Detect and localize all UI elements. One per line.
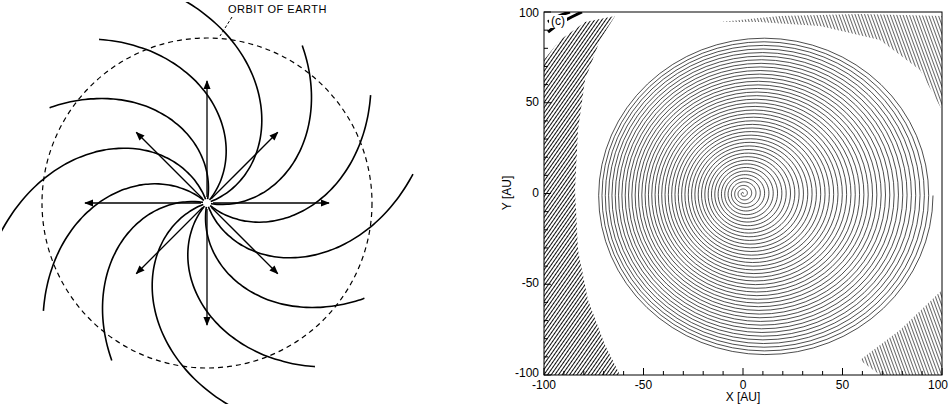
axis-tick: [544, 247, 548, 248]
earth-orbit: [42, 38, 372, 368]
axis-tick: [544, 338, 548, 339]
axis-tick: [544, 284, 551, 285]
axis-tick: [603, 371, 604, 375]
axis-tick: [583, 371, 584, 375]
tick-label: -50: [635, 379, 652, 392]
wind-arrow: [136, 207, 202, 273]
plot-frame: [544, 12, 942, 375]
axis-tick: [822, 371, 823, 375]
axis-tick: [802, 371, 803, 375]
axis-tick: [703, 371, 704, 375]
axis-tick: [544, 356, 548, 357]
axis-tick: [663, 371, 664, 375]
axis-tick: [842, 368, 843, 375]
axis-tick: [544, 302, 548, 303]
orbit-label: ORBIT OF EARTH: [226, 3, 329, 15]
axis-tick: [544, 211, 548, 212]
axis-tick: [544, 12, 551, 13]
dense-region: [860, 290, 942, 375]
axis-tick: [782, 371, 783, 375]
field-line: [43, 184, 204, 311]
axis-tick: [544, 266, 548, 267]
field-line: [206, 207, 365, 308]
axis-tick: [544, 193, 551, 194]
field-line: [2, 148, 206, 232]
tick-label: 0: [532, 187, 539, 200]
axis-tick: [544, 139, 548, 140]
axis-tick: [643, 368, 644, 375]
axis-title: X [AU]: [726, 391, 761, 404]
tick-label: 50: [526, 96, 539, 109]
axis-tick: [922, 371, 923, 375]
tick-label: -100: [532, 379, 556, 392]
axis-tick: [683, 371, 684, 375]
wind-arrow: [136, 132, 202, 198]
tick-label: 100: [928, 379, 948, 392]
axis-tick: [544, 84, 548, 85]
axis-tick: [544, 48, 548, 49]
field-line: [152, 204, 236, 404]
tick-label: -50: [522, 278, 539, 291]
wind-arrow: [85, 202, 201, 203]
axis-tick: [544, 229, 548, 230]
spiral-field-line: [599, 38, 933, 354]
axis-tick: [544, 368, 545, 375]
axis-tick: [743, 368, 744, 375]
wind-arrow: [213, 202, 329, 203]
parker-spiral: [2, 2, 413, 404]
wind-arrow: [206, 81, 207, 197]
axis-tick: [544, 102, 551, 103]
axis-tick: [942, 368, 943, 375]
axis-tick: [882, 371, 883, 375]
field-line: [50, 99, 209, 200]
wind-arrow: [211, 132, 277, 198]
axis-tick: [902, 371, 903, 375]
plot-art: [544, 12, 942, 375]
axis-tick: [762, 371, 763, 375]
axis-title: Y [AU]: [501, 176, 514, 210]
panel-label: (c): [549, 15, 567, 28]
axis-tick: [862, 371, 863, 375]
tick-label: 50: [836, 379, 849, 392]
axis-tick: [544, 120, 548, 121]
axis-tick: [544, 157, 548, 158]
wind-arrow: [211, 207, 277, 273]
field-line: [103, 202, 204, 361]
field-line: [208, 174, 413, 258]
spiral-plot: [544, 12, 942, 375]
field-line: [548, 12, 582, 32]
field-line: [210, 95, 371, 222]
axis-tick: [544, 175, 548, 176]
field-line: [178, 2, 262, 202]
axis-tick: [723, 371, 724, 375]
field-line: [99, 39, 226, 200]
axis-tick: [544, 30, 548, 31]
axis-tick: [623, 371, 624, 375]
axis-tick: [544, 320, 548, 321]
axis-tick: [544, 66, 548, 67]
tick-label: 100: [519, 7, 539, 20]
wind-arrow: [206, 209, 207, 325]
axis-tick: [544, 375, 551, 376]
field-line: [188, 206, 315, 367]
axis-tick: [563, 371, 564, 375]
